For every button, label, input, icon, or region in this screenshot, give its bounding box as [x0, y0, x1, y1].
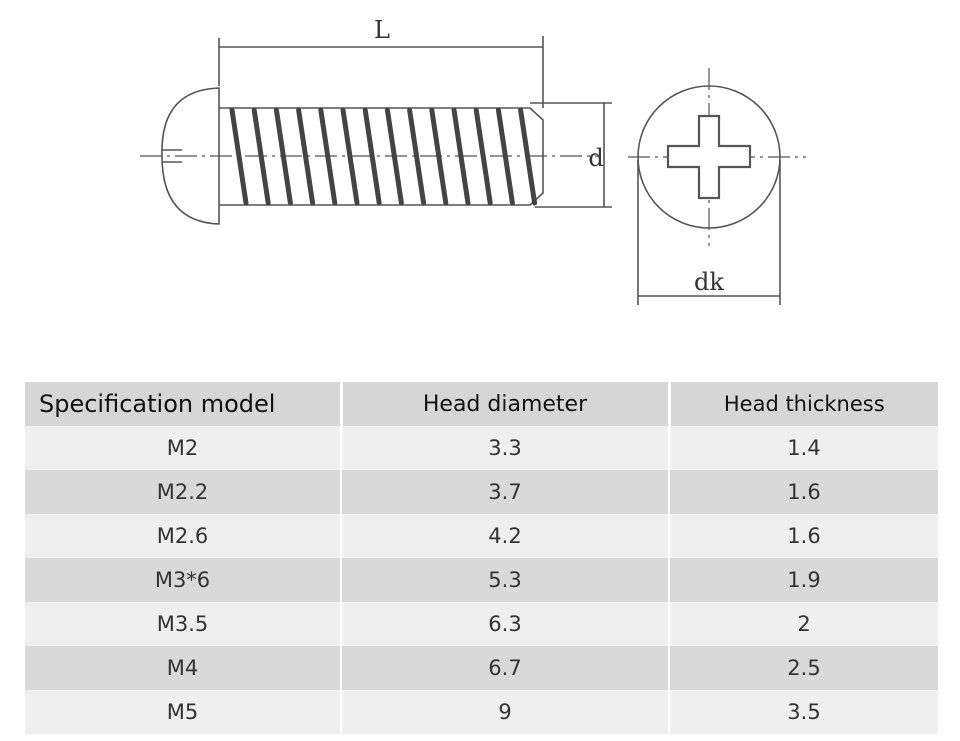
- cell-model: M4: [25, 646, 341, 690]
- table-row: M4 6.7 2.5: [25, 646, 938, 690]
- table-header-row: Specification model Head diameter Head t…: [25, 382, 938, 426]
- length-label: L: [374, 16, 390, 44]
- cell-head-diameter: 6.3: [340, 602, 669, 646]
- phillips-cross-recess: [666, 114, 752, 200]
- header-head-thickness: Head thickness: [667, 382, 938, 426]
- cell-model: M2.2: [25, 470, 341, 514]
- thread-line: [495, 107, 515, 206]
- cell-head-diameter: 3.7: [340, 470, 669, 514]
- thread-line: [407, 107, 427, 206]
- cell-model: M3*6: [25, 558, 341, 602]
- cell-model: M2.6: [25, 514, 341, 558]
- table-row: M3.5 6.3 2: [25, 602, 938, 646]
- screw-threads: [229, 107, 538, 206]
- table-row: M3*6 5.3 1.9: [25, 558, 938, 602]
- cell-head-thickness: 2.5: [668, 646, 938, 690]
- thread-line: [273, 107, 293, 206]
- head-diameter-label: dk: [694, 268, 724, 296]
- cell-model: M2: [25, 426, 341, 470]
- thread-line: [296, 107, 316, 206]
- cell-head-diameter: 5.3: [340, 558, 669, 602]
- table-row: M5 9 3.5: [25, 690, 938, 734]
- thread-line: [429, 107, 449, 206]
- head-slot: [162, 149, 182, 163]
- cell-head-diameter: 9: [340, 690, 669, 734]
- specification-table: Specification model Head diameter Head t…: [25, 382, 938, 734]
- thread-line: [340, 107, 360, 206]
- thread-line: [229, 107, 249, 206]
- header-specification-model: Specification model: [25, 382, 341, 426]
- thread-line: [362, 107, 382, 206]
- screw-dimension-diagram: L d dk: [140, 16, 806, 305]
- thread-line: [384, 107, 404, 206]
- thread-line: [251, 107, 271, 206]
- cell-head-thickness: 1.4: [668, 426, 938, 470]
- thread-line: [518, 107, 538, 206]
- cell-head-diameter: 3.3: [340, 426, 669, 470]
- cell-head-thickness: 2: [668, 602, 938, 646]
- table-row: M2 3.3 1.4: [25, 426, 938, 470]
- cell-head-diameter: 6.7: [340, 646, 669, 690]
- table-row: M2.2 3.7 1.6: [25, 470, 938, 514]
- diameter-label: d: [588, 144, 603, 172]
- cell-model: M5: [25, 690, 341, 734]
- thread-line: [473, 107, 493, 206]
- thread-line: [451, 107, 471, 206]
- table-row: M2.6 4.2 1.6: [25, 514, 938, 558]
- header-head-diameter: Head diameter: [339, 382, 669, 426]
- cell-model: M3.5: [25, 602, 341, 646]
- cell-head-diameter: 4.2: [340, 514, 669, 558]
- cell-head-thickness: 1.6: [668, 514, 938, 558]
- cell-head-thickness: 1.9: [668, 558, 938, 602]
- cell-head-thickness: 3.5: [668, 690, 938, 734]
- thread-line: [318, 107, 338, 206]
- cell-head-thickness: 1.6: [668, 470, 938, 514]
